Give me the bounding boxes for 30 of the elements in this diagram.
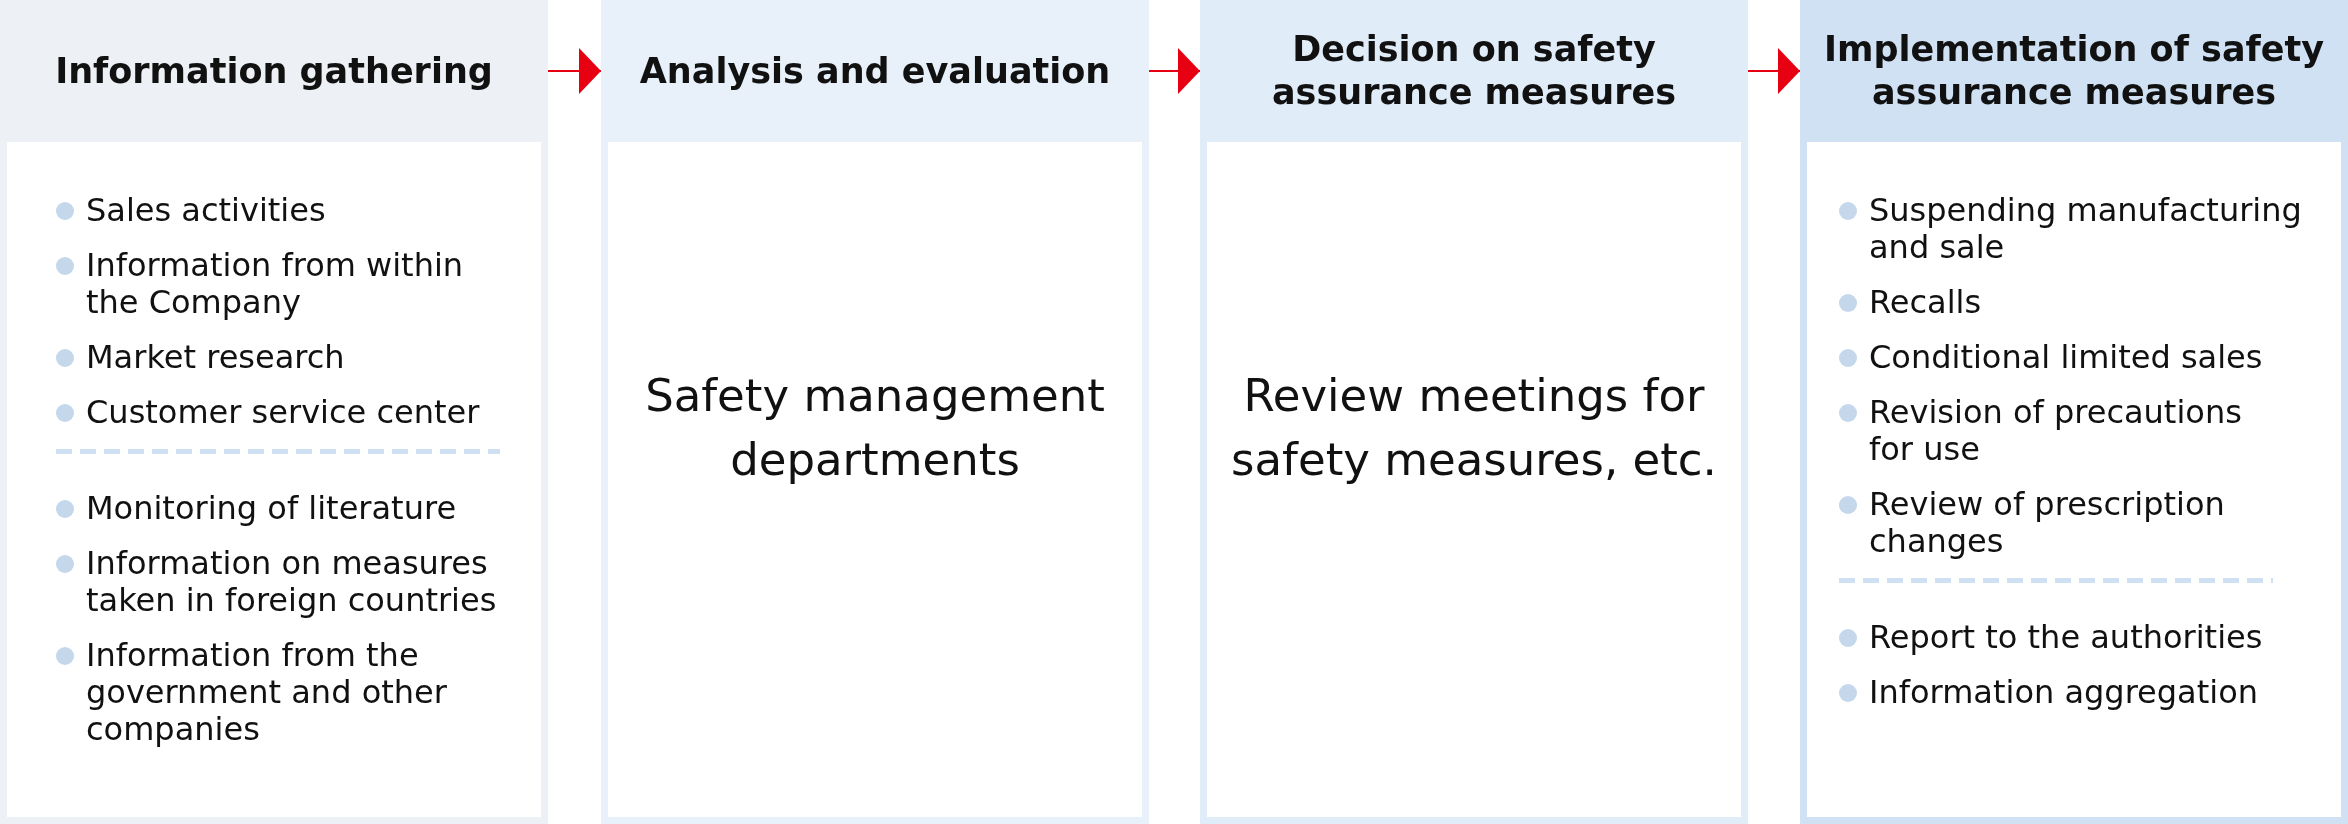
list-item-text: Report to the authorities [1869,618,2263,656]
list-item-text: Monitoring of literature [86,489,457,527]
list-item-text: Review of prescription changes [1869,485,2225,560]
list-item-text: Information on measures taken in foreign countries [86,544,497,619]
list-item-text: Revision of precautions for use [1869,393,2242,468]
stage-panel [1200,0,1748,824]
list-item-text: Information from within the Company [86,246,464,321]
body-text: Safety management departments [644,367,1106,488]
list-item-text: Market research [86,338,345,376]
arrow [547,48,602,94]
stage-heading: Analysis and evaluation [639,49,1111,93]
stage-panel [601,0,1149,824]
stage-panel [1800,0,2348,824]
list-item-text: Information aggregation [1869,673,2258,711]
stage-heading: Implementation of safety assurance measures [1822,28,2326,114]
list-item-text: Information from the government and other companies [86,636,447,748]
list-item-text: Suspending manufacturing and sale [1869,191,2302,266]
list-item-text: Conditional limited sales [1869,338,2263,376]
list-item-text: Recalls [1869,283,1982,321]
stage-panel [0,0,548,824]
stage-heading: Information gathering [55,49,493,93]
arrow [1747,48,1801,94]
list-item-text: Customer service center [86,393,480,431]
stage-box [1207,142,1741,817]
body-text: Review meetings for safety measures, etc. [1230,367,1718,488]
stage-heading: Decision on safety assurance measures [1270,28,1678,114]
stage-box [7,142,541,817]
arrow [1148,48,1201,94]
stage-box [1807,142,2341,817]
list-item-text: Sales activities [86,191,326,229]
